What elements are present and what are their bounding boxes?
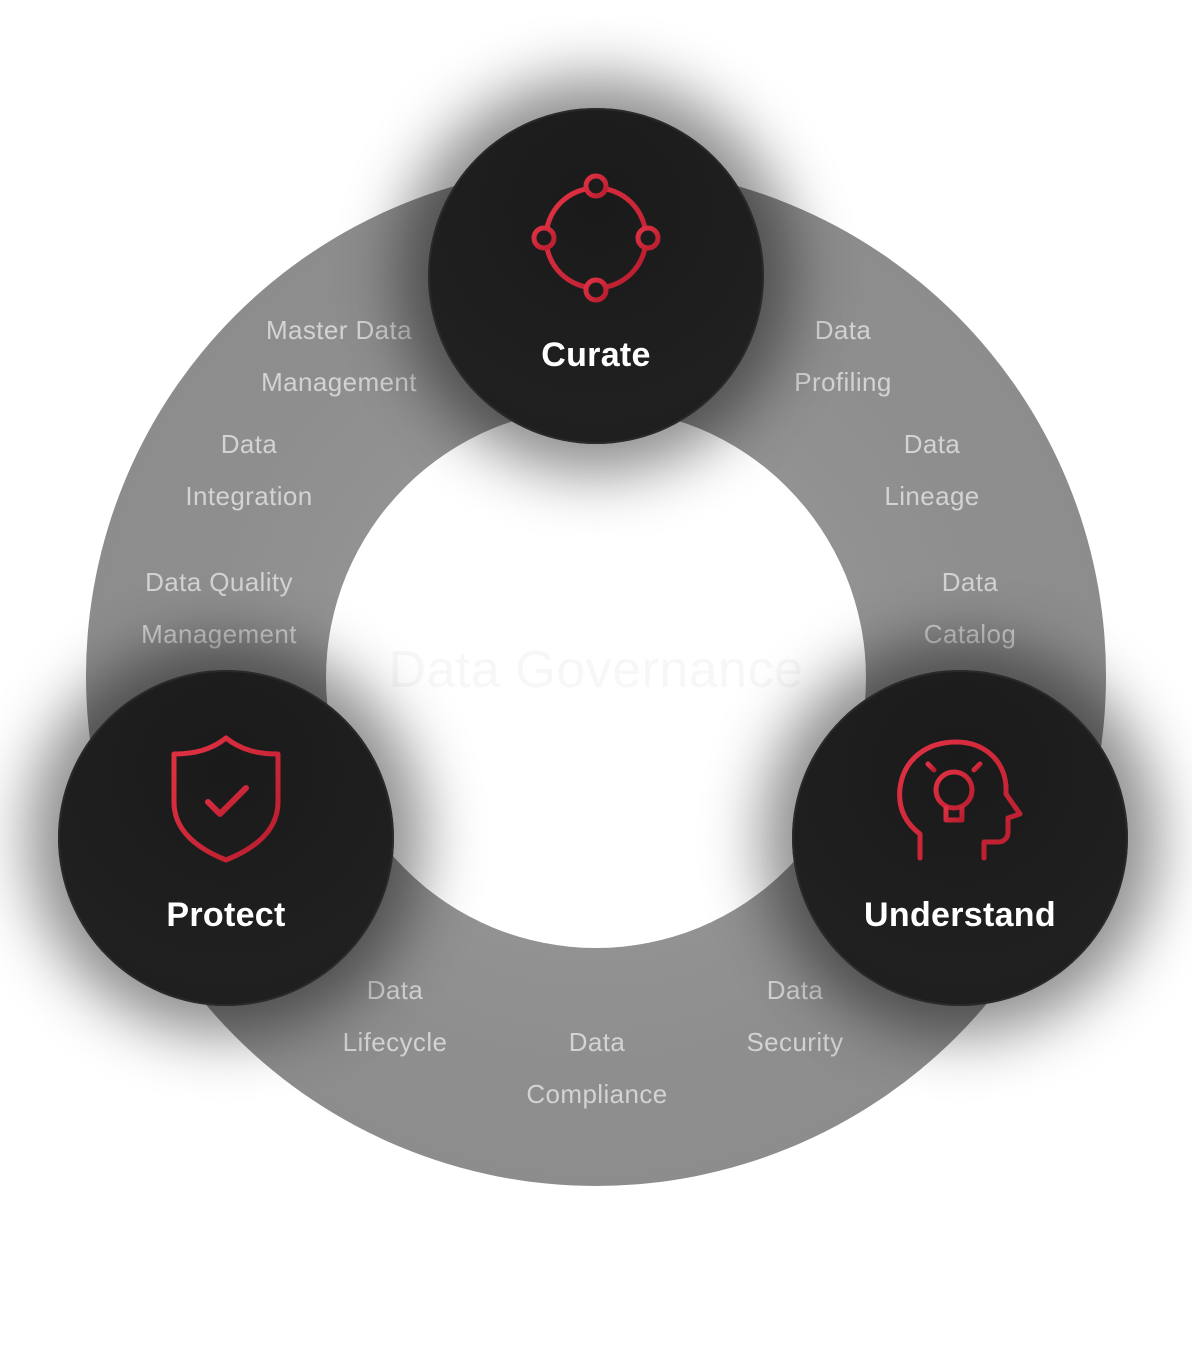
ring-label-line: Data xyxy=(941,567,999,597)
ring-label-line: Integration xyxy=(185,481,313,511)
center-title: Data Governance xyxy=(388,641,804,699)
ring-label-data-lifecycle: Data Lifecycle xyxy=(265,964,525,1068)
ring-label-master-data-management: Master Data Management xyxy=(209,304,469,408)
ring-label-data-quality-management: Data Quality Management xyxy=(89,556,349,660)
curate-node: Curate xyxy=(428,108,764,444)
ring-label-line: Compliance xyxy=(526,1079,668,1109)
ring-label-line: Management xyxy=(261,367,417,397)
ring-label-line: Lifecycle xyxy=(342,1027,448,1057)
ring-label-line: Data xyxy=(766,975,824,1005)
ring-label-data-compliance: Data Compliance xyxy=(467,1016,727,1120)
ring-label-line: Master Data xyxy=(265,315,412,345)
ring-label-line: Security xyxy=(746,1027,844,1057)
shield-check-icon xyxy=(171,735,281,863)
understand-label: Understand xyxy=(864,896,1056,934)
ring-label-line: Lineage xyxy=(884,481,980,511)
ring-label-line: Data xyxy=(568,1027,626,1057)
ring-label-data-lineage: Data Lineage xyxy=(802,418,1062,522)
ring-label-line: Data xyxy=(903,429,961,459)
head-lightbulb-icon xyxy=(897,739,1023,861)
ring-label-data-catalog: Data Catalog xyxy=(840,556,1100,660)
ring-label-data-integration: Data Integration xyxy=(119,418,379,522)
ring-label-line: Profiling xyxy=(794,367,892,397)
ring-label-line: Data xyxy=(220,429,278,459)
curate-label: Curate xyxy=(541,336,651,374)
target-plus-icon xyxy=(531,173,661,303)
ring-label-line: Catalog xyxy=(923,619,1017,649)
ring-label-data-profiling: Data Profiling xyxy=(713,304,973,408)
ring-label-line: Management xyxy=(141,619,297,649)
ring-center xyxy=(326,408,866,948)
protect-node: Protect xyxy=(58,670,394,1006)
ring-label-line: Data xyxy=(366,975,424,1005)
ring-label-line: Data xyxy=(814,315,872,345)
ring-label-data-security: Data Security xyxy=(665,964,925,1068)
protect-label: Protect xyxy=(166,896,286,934)
understand-node: Understand xyxy=(792,670,1128,1006)
ring-label-line: Data Quality xyxy=(145,567,293,597)
